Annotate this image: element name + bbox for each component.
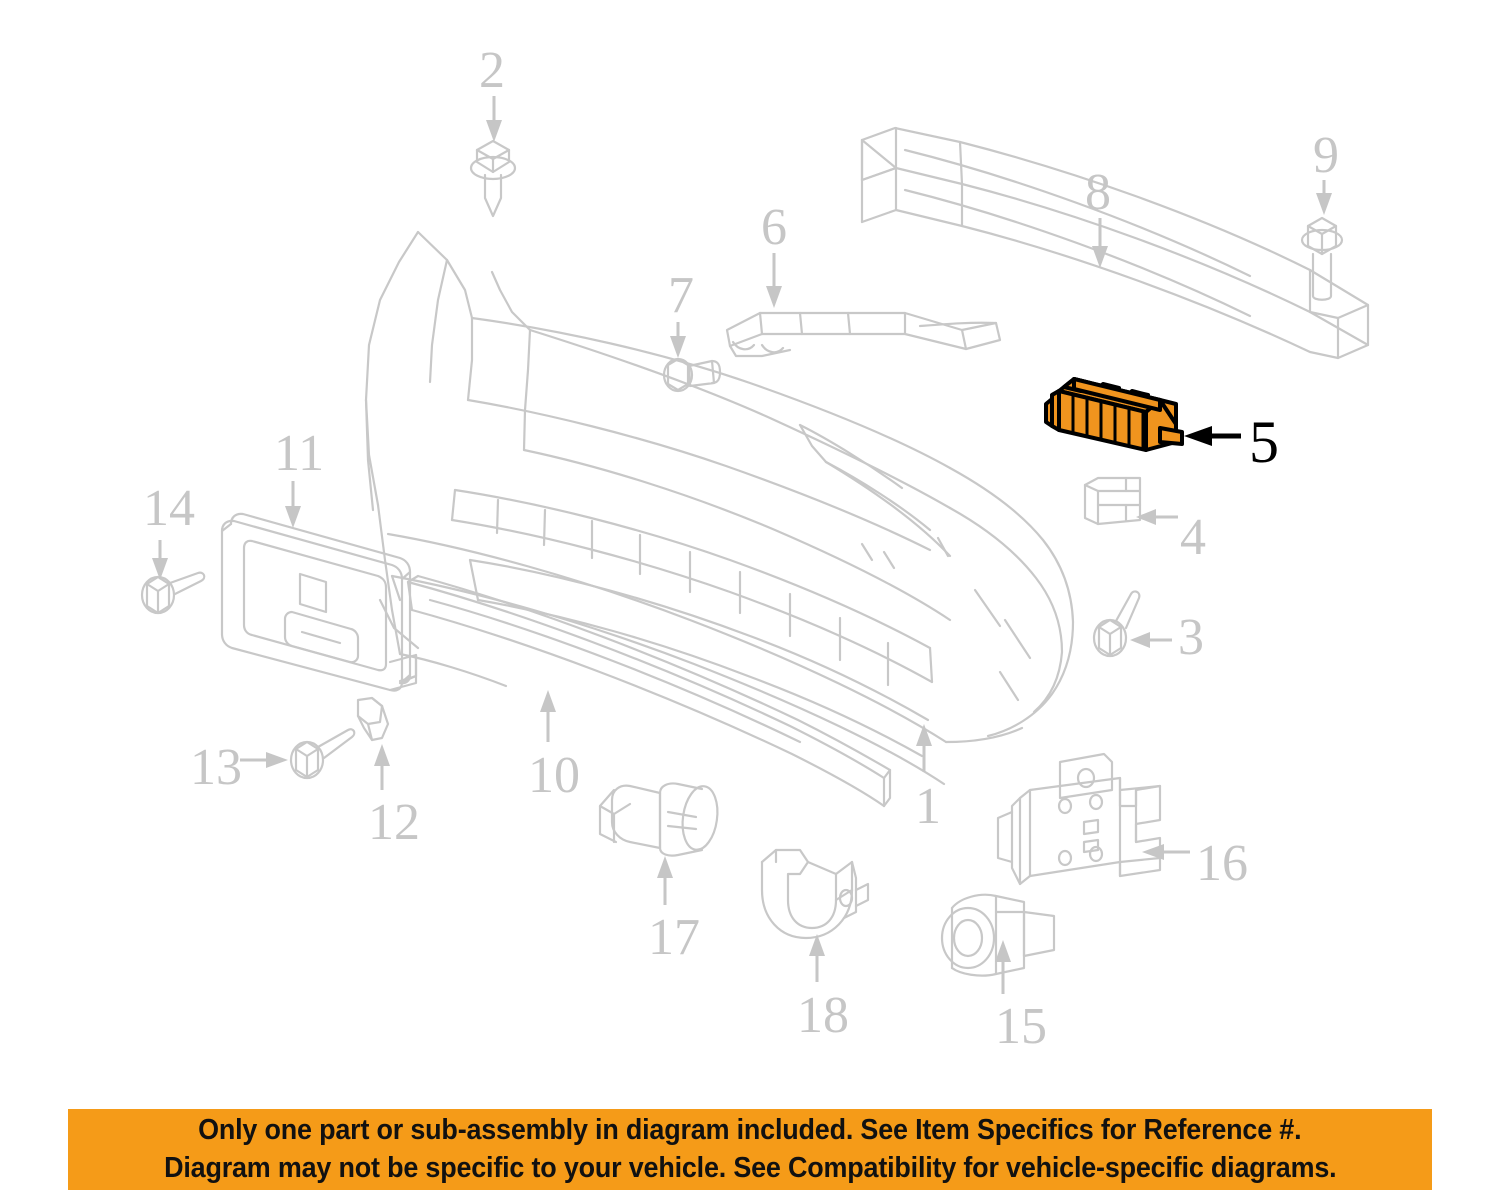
callout-label-18: 18 bbox=[797, 987, 849, 1044]
callout-arrow-2 bbox=[486, 96, 502, 142]
callout-arrow-16 bbox=[1142, 844, 1190, 860]
part-sensor-hook-bracket bbox=[760, 848, 870, 940]
callout-label-1: 1 bbox=[915, 778, 941, 835]
part-license-plate-bracket bbox=[220, 512, 418, 692]
disclaimer-line-1: Only one part or sub-assembly in diagram… bbox=[198, 1113, 1302, 1146]
callout-arrow-3 bbox=[1130, 632, 1172, 648]
callout-label-12: 12 bbox=[368, 794, 420, 851]
callout-arrow-11 bbox=[285, 481, 301, 528]
part-spacer-clip bbox=[1083, 476, 1142, 526]
part-side-mounting-bracket bbox=[996, 752, 1162, 886]
part-bolt-14 bbox=[140, 571, 206, 615]
callout-arrow-9 bbox=[1316, 180, 1332, 215]
part-bolt-9 bbox=[1300, 216, 1344, 301]
callout-label-4: 4 bbox=[1180, 509, 1206, 566]
callout-arrow-7 bbox=[670, 322, 686, 358]
part-front-bumper-cover bbox=[364, 230, 1075, 786]
part-impact-bar bbox=[860, 126, 1370, 360]
callout-arrow-5 bbox=[1184, 426, 1241, 446]
callout-label-9: 9 bbox=[1313, 127, 1339, 184]
callout-label-11: 11 bbox=[274, 425, 325, 482]
callout-arrow-13 bbox=[240, 752, 288, 768]
disclaimer-line-2: Diagram may not be specific to your vehi… bbox=[163, 1151, 1337, 1184]
callout-arrow-14 bbox=[152, 540, 168, 580]
part-retainer-clip bbox=[356, 696, 390, 742]
callout-arrow-15 bbox=[995, 940, 1011, 994]
callout-arrow-6 bbox=[766, 253, 782, 308]
disclaimer-banner: Only one part or sub-assembly in diagram… bbox=[68, 1109, 1432, 1190]
callout-label-16: 16 bbox=[1196, 835, 1248, 892]
part-parking-sensor-15 bbox=[940, 893, 1056, 977]
part-lower-valance bbox=[406, 574, 892, 808]
callout-label-2: 2 bbox=[479, 42, 505, 99]
part-bolt-13 bbox=[289, 728, 356, 780]
callout-label-14: 14 bbox=[143, 480, 195, 537]
callout-label-13: 13 bbox=[190, 739, 242, 796]
part-bolt-7 bbox=[662, 357, 722, 393]
callout-arrow-4 bbox=[1136, 509, 1178, 525]
callout-label-7: 7 bbox=[668, 267, 694, 324]
callout-arrow-18 bbox=[809, 934, 825, 982]
callout-label-10: 10 bbox=[528, 747, 580, 804]
callout-arrow-17 bbox=[657, 856, 673, 905]
callout-arrow-8 bbox=[1092, 218, 1108, 268]
callout-arrow-1 bbox=[916, 724, 932, 772]
part-bumper-absorber-bracket-highlighted bbox=[1044, 377, 1184, 452]
callout-label-6: 6 bbox=[761, 199, 787, 256]
callout-label-5: 5 bbox=[1249, 409, 1279, 475]
callout-label-17: 17 bbox=[648, 909, 700, 966]
callout-label-15: 15 bbox=[995, 998, 1047, 1055]
callout-label-3: 3 bbox=[1178, 609, 1204, 666]
part-push-pin-clip bbox=[469, 139, 517, 218]
callout-arrow-12 bbox=[374, 744, 390, 790]
callout-label-8: 8 bbox=[1085, 164, 1111, 221]
part-bolt-3 bbox=[1092, 590, 1141, 658]
part-upper-beam-extension bbox=[725, 311, 1002, 358]
callout-arrow-10 bbox=[540, 690, 556, 742]
part-parking-sensor-17 bbox=[598, 782, 719, 857]
